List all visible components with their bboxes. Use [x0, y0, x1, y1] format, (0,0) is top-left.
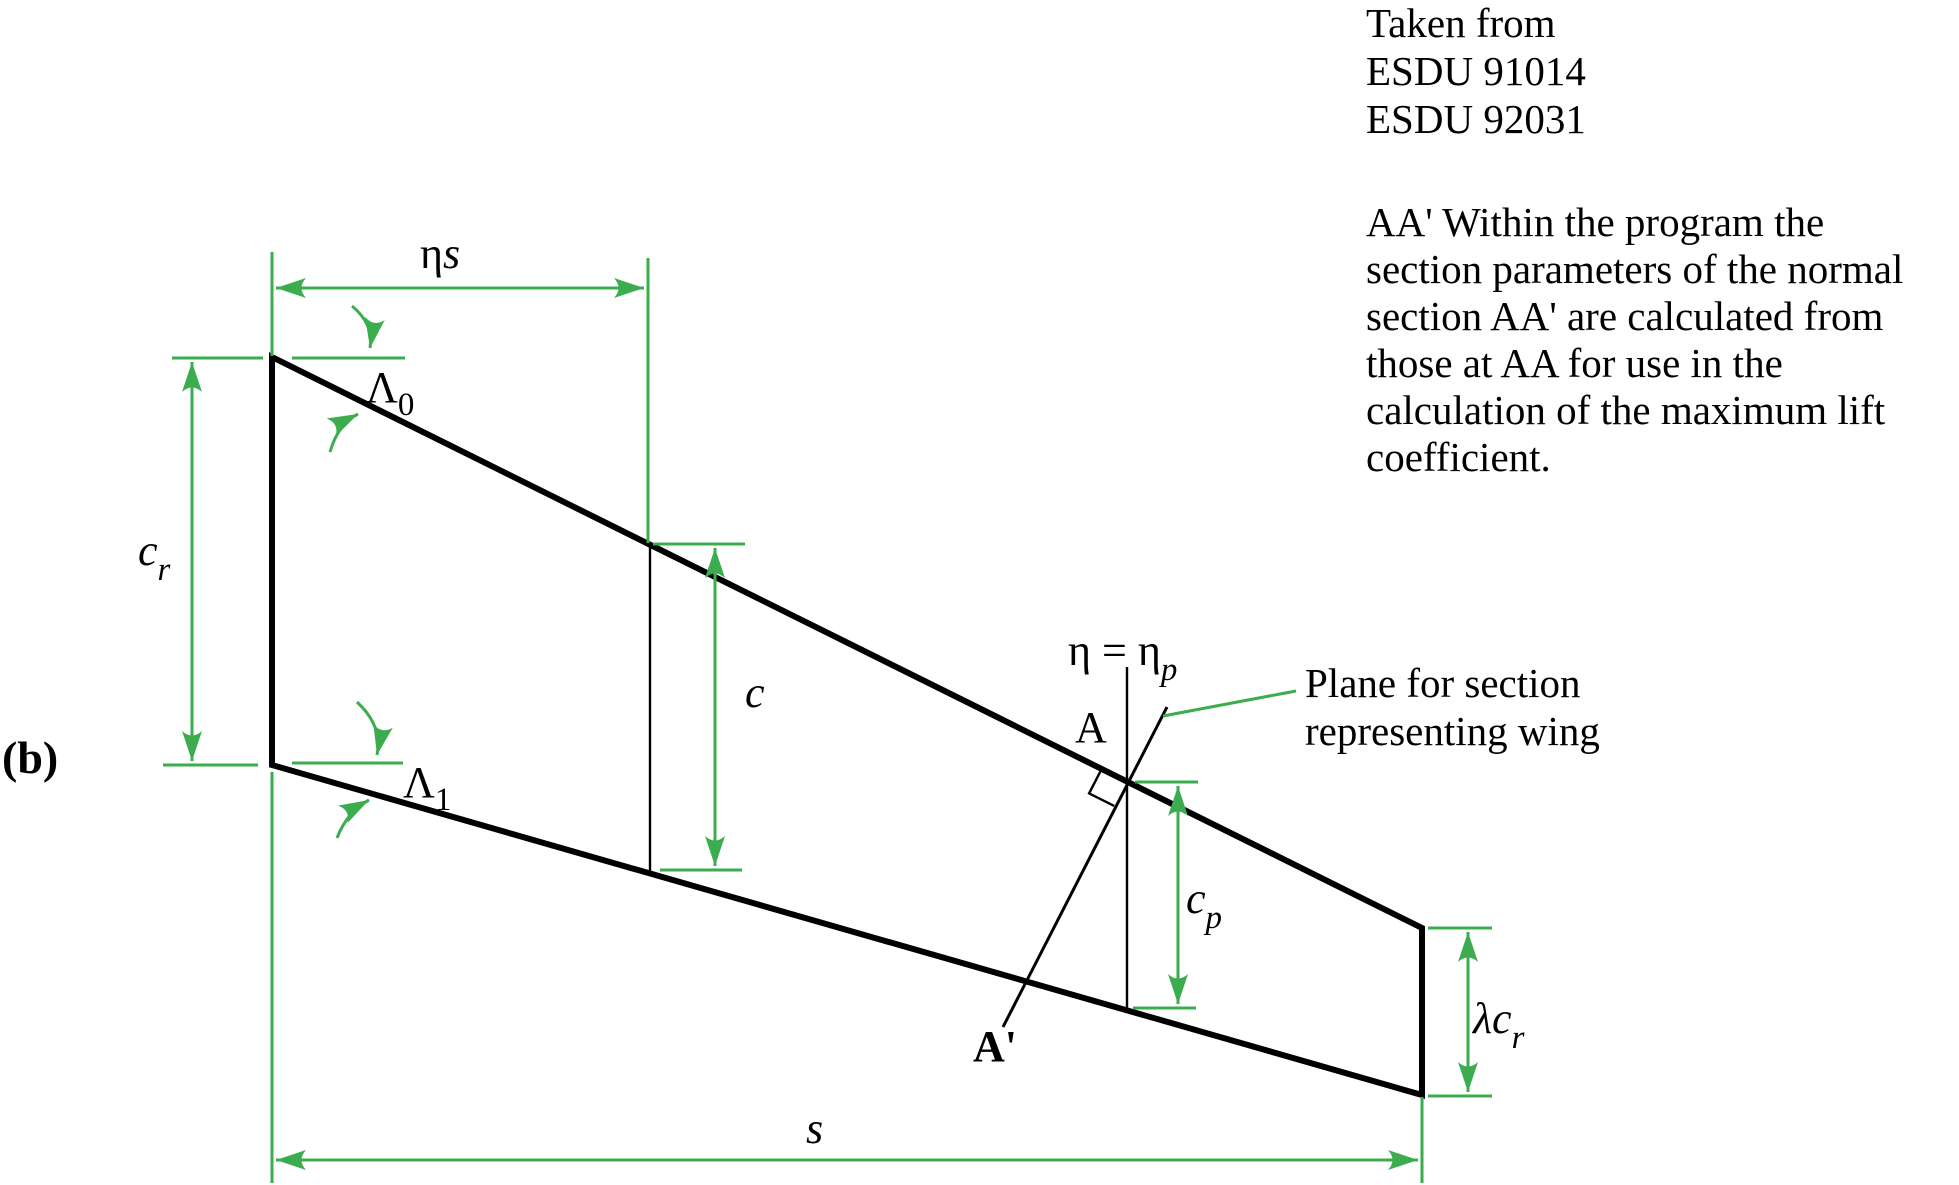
root-chord-label: cr	[138, 526, 171, 588]
plane-section-note: Plane for section representing wing	[1305, 659, 1600, 755]
sweep-le-upper-arc-arrow	[351, 304, 385, 349]
aa-note-line: coefficient.	[1366, 434, 1551, 480]
dimension-annotations	[163, 252, 1492, 1183]
source-note: Taken from ESDU 91014 ESDU 92031	[1366, 0, 1586, 143]
sweep-le-label: Λ0	[366, 363, 414, 423]
source-note-line: Taken from	[1366, 0, 1556, 46]
right-angle-marker	[1087, 767, 1115, 807]
aa-explanation-note: AA' Within the program the section param…	[1366, 199, 1903, 481]
sweep-te-lower-arc-arrow	[335, 798, 370, 839]
wing-outline	[269, 352, 1425, 1099]
plane-chord-label: cp	[1186, 874, 1222, 936]
section-a-label: A	[1075, 703, 1107, 752]
source-note-line: ESDU 91014	[1366, 48, 1586, 94]
aa-note-line: AA' Within the program the	[1366, 199, 1825, 245]
panel-label: (b)	[2, 732, 58, 783]
plane-label-leader-line	[1162, 689, 1297, 718]
semispan-label: s	[806, 1104, 823, 1153]
tip-chord-label: λcr	[1471, 994, 1525, 1056]
source-note-line: ESDU 92031	[1366, 96, 1586, 142]
sweep-te-label: Λ1	[403, 758, 451, 818]
local-chord-label: c	[745, 668, 765, 717]
plane-note-line: Plane for section	[1305, 660, 1581, 706]
sweep-le-lower-arc-arrow	[326, 412, 359, 453]
aa-note-line: section AA' are calculated from	[1366, 293, 1884, 339]
eta-s-label: ηs	[420, 229, 460, 278]
aa-note-line: calculation of the maximum lift	[1366, 387, 1886, 433]
section-a-prime-label: A'	[973, 1022, 1017, 1071]
sweep-te-upper-arc-arrow	[355, 700, 393, 756]
aa-note-line: section parameters of the normal	[1366, 246, 1904, 292]
normal-section-aa-line	[1001, 706, 1169, 1028]
plane-note-line: representing wing	[1305, 708, 1600, 754]
eta-station-label: η = ηp	[1068, 626, 1177, 688]
aa-note-line: those at AA for use in the	[1366, 340, 1783, 386]
